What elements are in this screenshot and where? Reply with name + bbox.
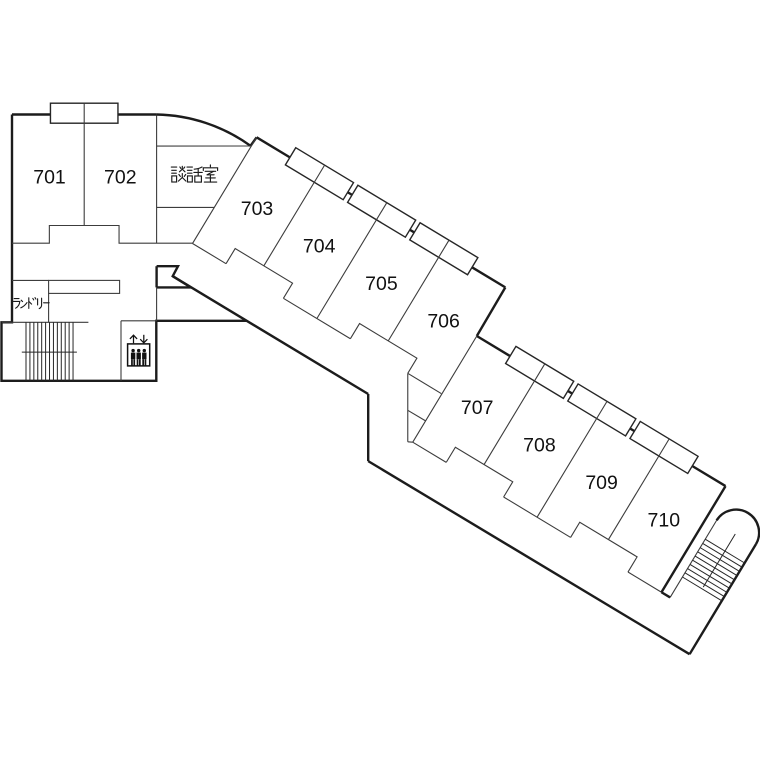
svg-text:704: 704 [303, 236, 336, 258]
svg-text:709: 709 [585, 472, 618, 494]
svg-text:703: 703 [241, 198, 274, 220]
svg-text:705: 705 [365, 273, 398, 295]
svg-text:708: 708 [523, 434, 556, 456]
svg-text:710: 710 [648, 509, 681, 531]
svg-text:701: 701 [33, 167, 66, 189]
svg-text:707: 707 [461, 397, 494, 419]
svg-text:702: 702 [104, 167, 137, 189]
svg-text:706: 706 [427, 311, 460, 333]
